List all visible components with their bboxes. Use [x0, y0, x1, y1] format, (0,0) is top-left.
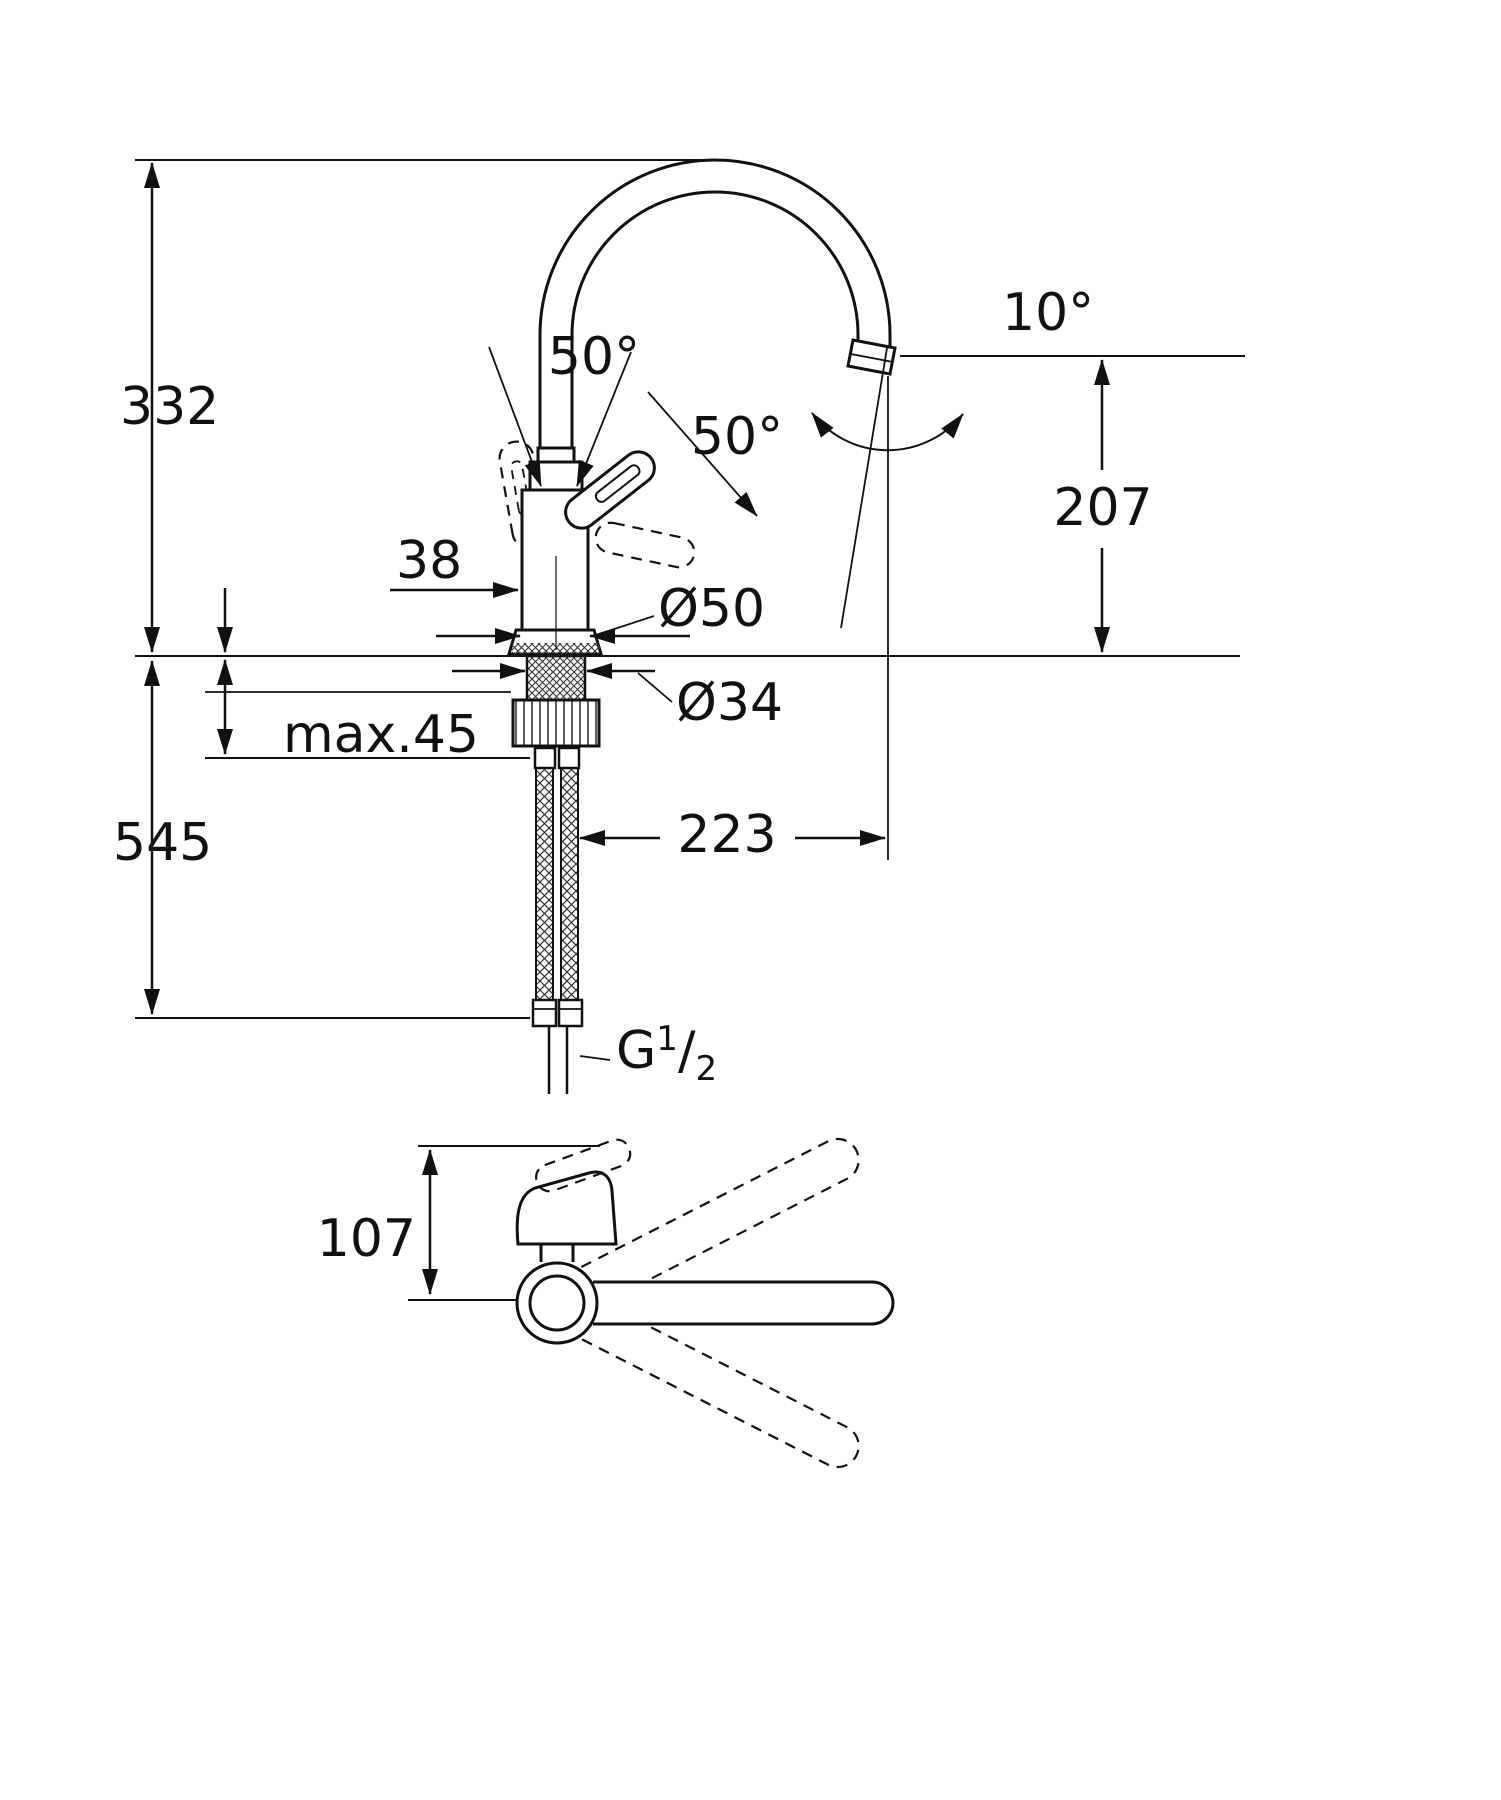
- dim-223-label: 223: [677, 805, 776, 865]
- thread-numerator: 1: [656, 1019, 678, 1059]
- dim-hole-diameter: Ø34: [452, 663, 783, 733]
- dim-install-depth: 545: [113, 660, 212, 1015]
- supply-hoses: [531, 767, 584, 1094]
- thread-size-label: G1/2: [579, 1019, 717, 1089]
- dim-545-label: 545: [113, 813, 212, 873]
- mounting-shank: [525, 654, 587, 702]
- thread-slash: /: [678, 1021, 696, 1081]
- dim-spout-reach: 223: [579, 376, 889, 865]
- thread-g-half: G1/2: [616, 1019, 717, 1089]
- angle-handle-side: 50°: [647, 391, 783, 517]
- angle-50-up-label: 50°: [548, 327, 640, 387]
- dim-overall-height: 332: [120, 162, 219, 653]
- dim-107-label: 107: [317, 1209, 416, 1269]
- pivot-circle: [515, 1261, 599, 1345]
- dim-332-label: 332: [120, 377, 219, 437]
- lever-handle: [564, 450, 656, 530]
- dim-max-deck: max.45: [217, 588, 479, 765]
- thread-denominator: 2: [695, 1049, 717, 1089]
- spout-arc: [538, 158, 897, 462]
- dim-top-view-depth: 107: [317, 1149, 438, 1295]
- swivel-tube-solid: [593, 1280, 895, 1326]
- dim-base-diameter: Ø50: [436, 579, 765, 644]
- dim-38-label: 38: [396, 531, 462, 591]
- angle-handle-up: 50°: [488, 327, 640, 487]
- angle-10-label: 10°: [1002, 283, 1094, 343]
- mounting-nut: [511, 698, 601, 770]
- dim-207-label: 207: [1053, 478, 1152, 538]
- dim-offset-38: 38: [390, 531, 519, 598]
- angle-spout-swivel: 10°: [811, 283, 1245, 629]
- thread-prefix: G: [616, 1021, 656, 1081]
- swivel-tube-dashed-upper: [580, 1137, 860, 1306]
- swivel-tube-dashed-lower: [580, 1300, 860, 1469]
- lever-handle-dashed-down: [594, 521, 696, 569]
- dim-outlet-height: 207: [1053, 359, 1153, 653]
- faucet-body: [507, 446, 603, 656]
- counter-line: [135, 655, 1240, 1019]
- top-view-handle: [515, 1138, 632, 1262]
- dim-dia50-label: Ø50: [658, 579, 765, 639]
- angle-50-side-label: 50°: [691, 407, 783, 467]
- dim-max45-label: max.45: [283, 705, 479, 765]
- dim-dia34-label: Ø34: [676, 673, 783, 733]
- faucet-top-view: 107: [317, 1137, 895, 1469]
